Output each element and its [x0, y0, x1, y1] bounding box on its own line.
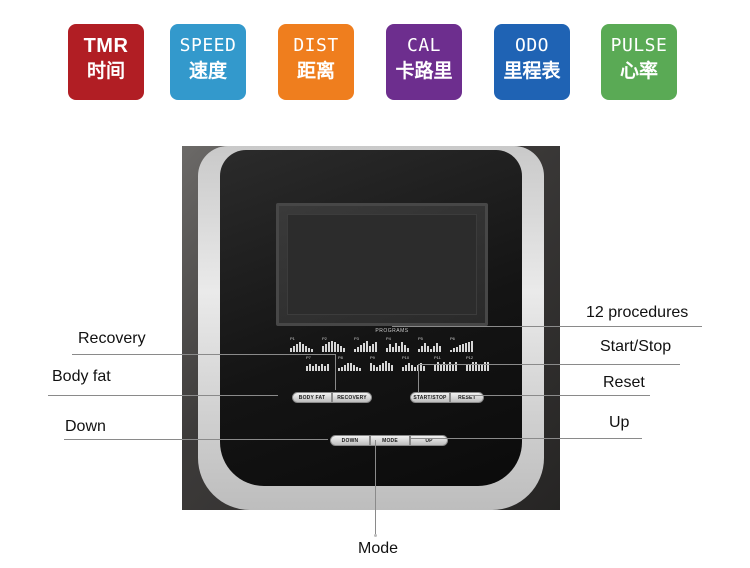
callout-reset: Reset	[603, 374, 645, 391]
program-p1-label: P1	[290, 336, 295, 341]
tile-cal-zh: 卡路里	[395, 60, 453, 82]
tile-odo: ODO 里程表	[494, 24, 570, 100]
console-panel: PROGRAMS P1 P2 P3 P4 P5 P6	[220, 150, 522, 486]
lcd-glass	[287, 214, 477, 315]
program-p11-graph	[434, 360, 458, 371]
leader-line-procedures	[392, 326, 702, 327]
program-p12[interactable]: P12	[466, 355, 490, 371]
console-photo: PROGRAMS P1 P2 P3 P4 P5 P6	[182, 146, 560, 510]
program-p3-label: P3	[354, 336, 359, 341]
leader-line-recovery-drop	[335, 354, 336, 390]
program-p8[interactable]: P8	[338, 355, 362, 371]
callout-start-stop: Start/Stop	[600, 338, 672, 355]
program-p1[interactable]: P1	[290, 336, 314, 352]
program-p2-label: P2	[322, 336, 327, 341]
up-button[interactable]: UP	[410, 435, 448, 446]
tile-dist-zh: 距离	[296, 60, 335, 82]
program-p9-label: P9	[370, 355, 375, 360]
leader-line-recovery	[72, 354, 336, 355]
tile-odo-en: ODO	[514, 35, 549, 56]
program-p12-graph	[466, 360, 490, 371]
callout-body-fat: Body fat	[52, 368, 111, 385]
start-stop-button[interactable]: START/STOP	[410, 392, 450, 403]
leader-line-start-stop	[418, 364, 680, 365]
tile-pulse-zh: 心率	[619, 60, 658, 82]
console-frame: PROGRAMS P1 P2 P3 P4 P5 P6	[198, 146, 544, 510]
tile-odo-zh: 里程表	[503, 60, 561, 82]
program-p2-graph	[322, 341, 346, 352]
program-p7[interactable]: P7	[306, 355, 330, 371]
program-p10-label: P10	[402, 355, 410, 360]
leader-line-reset	[466, 395, 650, 396]
program-p11-label: P11	[434, 355, 441, 360]
program-p3[interactable]: P3	[354, 336, 378, 352]
tile-speed-en: SPEED	[179, 35, 237, 56]
program-p10[interactable]: P10	[402, 355, 426, 371]
mode-button[interactable]: MODE	[370, 435, 410, 446]
recovery-button[interactable]: RECOVERY	[332, 392, 372, 403]
program-p8-graph	[338, 360, 362, 371]
program-p8-label: P8	[338, 355, 343, 360]
program-p5-label: P5	[418, 336, 423, 341]
tile-pulse-en: PULSE	[610, 35, 668, 56]
program-p9[interactable]: P9	[370, 355, 394, 371]
leader-line-mode	[375, 440, 376, 536]
callout-mode: Mode	[358, 540, 399, 557]
leader-line-down	[64, 439, 328, 440]
tile-cal-en: CAL	[406, 35, 441, 56]
tile-pulse: PULSE 心率	[601, 24, 677, 100]
program-p12-label: P12	[466, 355, 474, 360]
program-p9-graph	[370, 360, 394, 371]
tile-tmr-en: TMR	[83, 35, 129, 57]
program-p6-label: P6	[450, 336, 455, 341]
program-p7-graph	[306, 360, 330, 371]
callout-up: Up	[609, 414, 630, 431]
reset-button[interactable]: RESET	[450, 392, 484, 403]
leader-end-mode	[374, 534, 377, 537]
program-p6[interactable]: P6	[450, 336, 474, 352]
program-p10-graph	[402, 360, 426, 371]
program-p11[interactable]: P11	[434, 355, 458, 371]
callout-recovery: Recovery	[78, 330, 146, 347]
program-p4[interactable]: P4	[386, 336, 410, 352]
program-p3-graph	[354, 341, 378, 352]
callout-procedures: 12 procedures	[586, 304, 689, 321]
program-p2[interactable]: P2	[322, 336, 346, 352]
tile-cal: CAL 卡路里	[386, 24, 462, 100]
body-fat-button[interactable]: BODY FAT	[292, 392, 332, 403]
leader-line-body-fat	[48, 395, 278, 396]
callout-down: Down	[65, 418, 106, 435]
lcd-screen	[276, 203, 488, 326]
down-button[interactable]: DOWN	[330, 435, 370, 446]
tile-speed-zh: 速度	[188, 60, 227, 82]
program-p5-graph	[418, 341, 442, 352]
program-p5[interactable]: P5	[418, 336, 442, 352]
program-p4-graph	[386, 341, 410, 352]
metric-tiles: TMR 时间 SPEED 速度 DIST 距离 CAL 卡路里 ODO 里程表 …	[0, 0, 750, 110]
leader-line-up	[410, 438, 642, 439]
program-p7-label: P7	[306, 355, 311, 360]
tile-dist: DIST 距离	[278, 24, 354, 100]
tile-tmr-zh: 时间	[86, 60, 125, 82]
program-p4-label: P4	[386, 336, 391, 341]
tile-speed: SPEED 速度	[170, 24, 246, 100]
program-p1-graph	[290, 341, 314, 352]
tile-tmr: TMR 时间	[68, 24, 144, 100]
program-p6-graph	[450, 341, 474, 352]
programs-label: PROGRAMS	[375, 328, 409, 334]
tile-dist-en: DIST	[293, 35, 339, 56]
leader-line-start-stop-drop	[418, 364, 419, 392]
